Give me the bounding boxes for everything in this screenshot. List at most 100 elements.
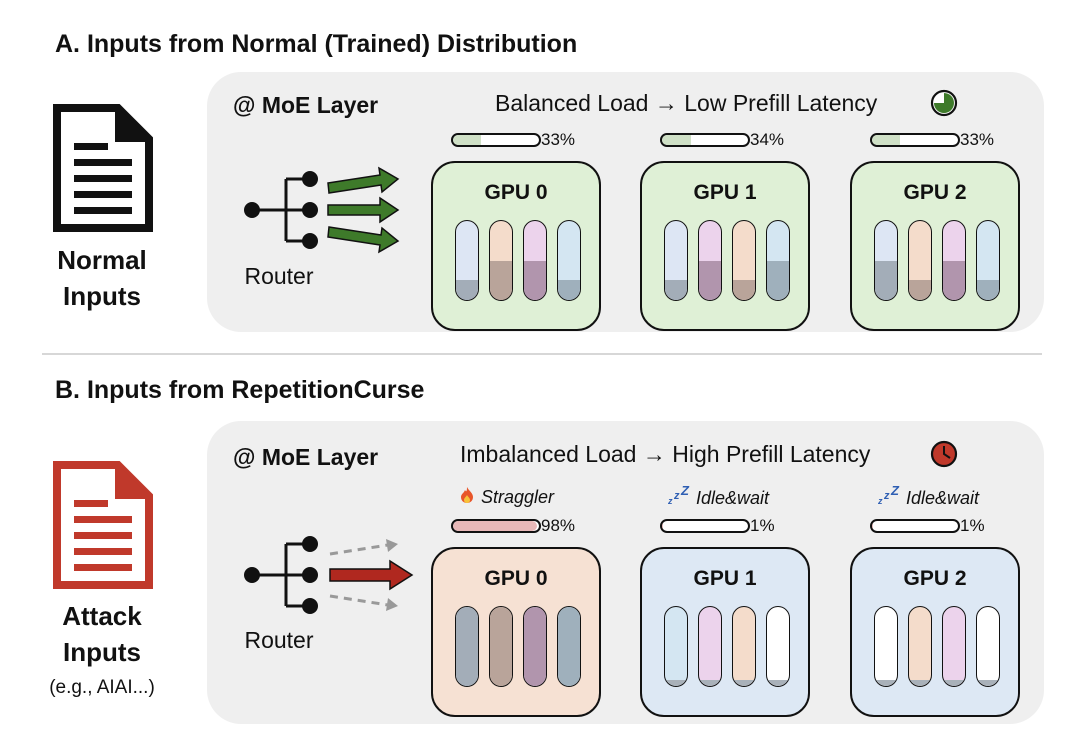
side-label-inputs: Inputs: [63, 281, 141, 311]
expert-slot: [908, 606, 932, 687]
load-percent: 33%: [541, 130, 576, 149]
expert-load: [524, 260, 546, 300]
section-b-title: B. Inputs from RepetitionCurse: [55, 376, 425, 404]
expert-load: [943, 679, 965, 686]
expert-load: [875, 260, 897, 300]
expert-load: [558, 280, 580, 300]
expert-load: [909, 280, 931, 300]
load-bar: [870, 133, 960, 147]
gpu-tag-label: Idle&wait: [906, 488, 980, 508]
load-bar-fill: [872, 521, 873, 531]
expert-slot: [698, 606, 722, 687]
gpu-name: GPU 1: [693, 181, 757, 204]
moe-layer-label: @ MoE Layer: [233, 92, 379, 118]
svg-text:z: z: [883, 490, 890, 502]
gpu-name: GPU 2: [903, 181, 967, 204]
expert-load: [767, 679, 789, 686]
expert-slot: [557, 606, 581, 687]
section-divider: [42, 353, 1042, 355]
load-percent: 1%: [960, 516, 985, 535]
expert-load: [733, 679, 755, 686]
load-bar: [451, 519, 541, 533]
expert-slot: [489, 606, 513, 687]
expert-slot: [557, 220, 581, 301]
expert-slot: [489, 220, 513, 301]
expert-slot: [942, 606, 966, 687]
expert-load: [977, 280, 999, 300]
expert-load: [456, 607, 478, 686]
expert-slot: [766, 606, 790, 687]
svg-text:z: z: [673, 490, 680, 502]
expert-slot: [942, 220, 966, 301]
expert-slot: [523, 220, 547, 301]
load-percent: 98%: [541, 516, 576, 535]
load-bar-fill: [453, 521, 538, 531]
side-label-inputs-b: Inputs: [63, 637, 141, 667]
moe-layer-label-b: @ MoE Layer: [233, 444, 379, 470]
expert-slot: [732, 220, 756, 301]
load-bar: [870, 519, 960, 533]
router-icon: [244, 166, 400, 254]
gpu-box: GPU 0: [431, 161, 601, 331]
gpu-name: GPU 2: [903, 567, 967, 590]
clock-green-icon: [930, 89, 958, 117]
gpu-box: GPU 1: [640, 161, 810, 331]
expert-slot: [698, 220, 722, 301]
expert-slot: [908, 220, 932, 301]
expert-slot: [732, 606, 756, 687]
svg-text:z: z: [878, 496, 883, 506]
svg-text:Z: Z: [680, 486, 690, 498]
gpu-box: GPU 2: [850, 161, 1020, 331]
load-bar: [451, 133, 541, 147]
expert-load: [875, 679, 897, 686]
expert-load: [699, 260, 721, 300]
load-bar: [660, 133, 750, 147]
expert-load: [909, 679, 931, 686]
load-bar-fill: [662, 135, 692, 145]
expert-load: [490, 607, 512, 686]
expert-load: [665, 280, 687, 300]
load-bar: [660, 519, 750, 533]
load-bar-fill: [453, 135, 482, 145]
expert-load: [558, 607, 580, 686]
gpu-tag-label: Idle&wait: [696, 488, 770, 508]
side-label-attack: Attack: [62, 601, 142, 631]
expert-load: [733, 280, 755, 300]
load-bar-fill: [872, 135, 901, 145]
expert-load: [524, 607, 546, 686]
expert-slot: [874, 606, 898, 687]
router-icon-b: [244, 536, 414, 614]
expert-load: [699, 679, 721, 686]
expert-slot: [976, 606, 1000, 687]
load-bar-fill: [662, 521, 663, 531]
gpu-name: GPU 1: [693, 567, 757, 590]
expert-slot: [523, 606, 547, 687]
expert-load: [767, 260, 789, 300]
expert-load: [490, 260, 512, 300]
expert-slot: [455, 606, 479, 687]
gpu-tag-label: Straggler: [481, 487, 555, 507]
expert-slot: [664, 220, 688, 301]
gpu-box: GPU 0: [431, 547, 601, 717]
section-a-title: A. Inputs from Normal (Trained) Distribu…: [55, 30, 578, 58]
gpu-box: GPU 2: [850, 547, 1020, 717]
expert-slot: [766, 220, 790, 301]
gpu-box: GPU 1: [640, 547, 810, 717]
svg-text:Z: Z: [890, 486, 900, 498]
expert-slot: [664, 606, 688, 687]
attack-document-icon: [53, 461, 153, 589]
gpu-name: GPU 0: [484, 567, 548, 590]
router-label-b: Router: [244, 627, 314, 653]
expert-load: [977, 679, 999, 686]
router-label: Router: [244, 263, 314, 289]
side-label-normal: Normal: [57, 245, 147, 275]
load-percent: 34%: [750, 130, 785, 149]
status-text-b: Imbalanced Load → High Prefill Latency: [460, 441, 871, 467]
load-percent: 1%: [750, 516, 775, 535]
expert-slot: [874, 220, 898, 301]
expert-load: [456, 280, 478, 300]
expert-slot: [455, 220, 479, 301]
load-percent: 33%: [960, 130, 995, 149]
